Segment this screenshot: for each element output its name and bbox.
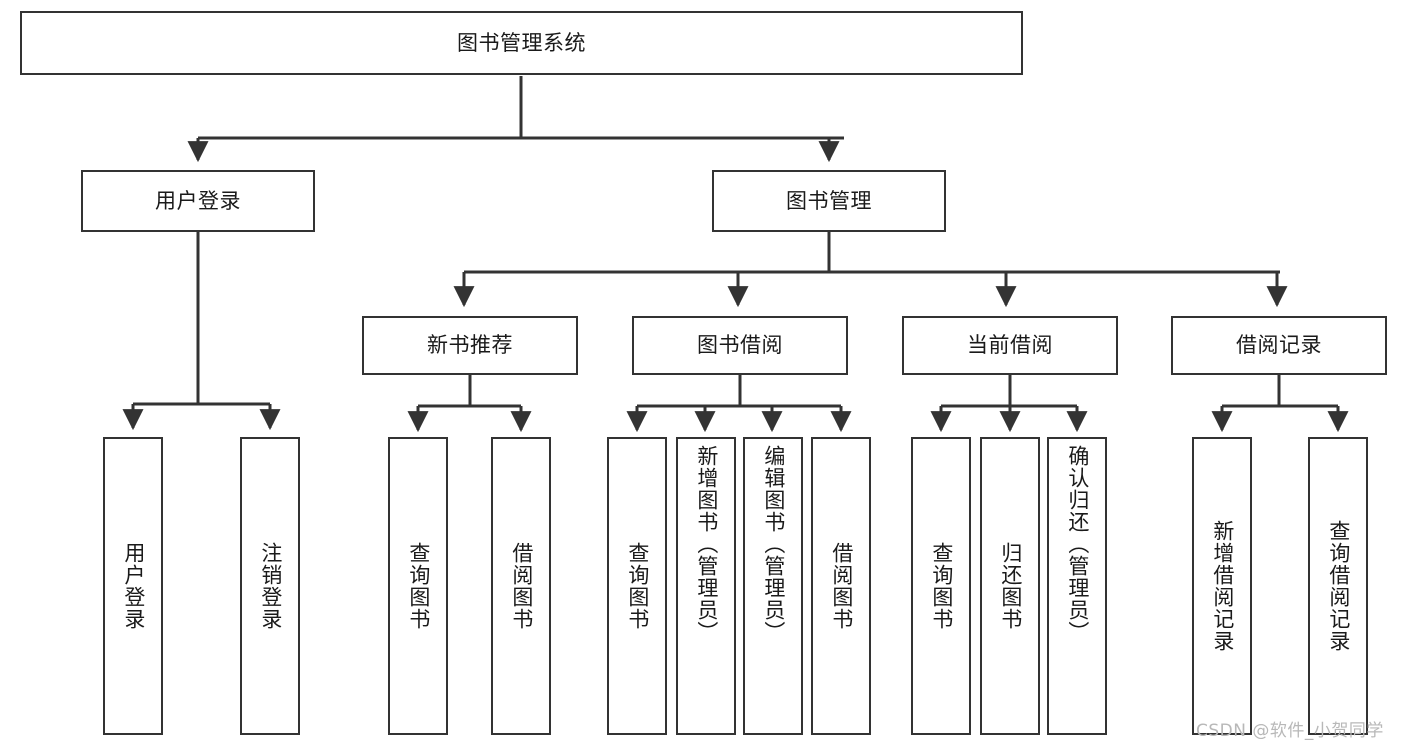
node-new-book-recommend[interactable]: 新书推荐	[362, 316, 578, 375]
node-current-borrow-label: 当前借阅	[967, 333, 1053, 357]
node-leaf-confirm-return[interactable]: 确认归还（管理员）	[1047, 437, 1107, 735]
node-leaf-query-record-label: 查询借阅记录	[1326, 520, 1351, 652]
node-book-manage-label: 图书管理	[786, 188, 872, 213]
node-leaf-query-book-1-label: 查询图书	[406, 542, 431, 630]
node-leaf-query-book-3-label: 查询图书	[929, 542, 954, 630]
node-leaf-edit-book-label: 编辑图书（管理员）	[761, 445, 786, 643]
node-book-manage[interactable]: 图书管理	[712, 170, 946, 232]
node-current-borrow[interactable]: 当前借阅	[902, 316, 1118, 375]
node-leaf-borrow-book-1[interactable]: 借阅图书	[491, 437, 551, 735]
node-root-label: 图书管理系统	[457, 30, 586, 55]
node-leaf-add-record[interactable]: 新增借阅记录	[1192, 437, 1252, 735]
node-leaf-user-login-label: 用户登录	[121, 542, 146, 630]
node-leaf-add-book[interactable]: 新增图书（管理员）	[676, 437, 736, 735]
node-leaf-add-book-label: 新增图书（管理员）	[694, 445, 719, 643]
node-user-login-label: 用户登录	[155, 188, 241, 213]
node-leaf-query-book-3[interactable]: 查询图书	[911, 437, 971, 735]
node-user-login[interactable]: 用户登录	[81, 170, 315, 232]
node-leaf-query-book-1[interactable]: 查询图书	[388, 437, 448, 735]
node-leaf-user-login[interactable]: 用户登录	[103, 437, 163, 735]
node-leaf-confirm-return-label: 确认归还（管理员）	[1065, 445, 1090, 643]
node-new-book-recommend-label: 新书推荐	[427, 333, 513, 357]
csdn-watermark: CSDN @软件_小贺同学	[1196, 721, 1384, 741]
node-leaf-query-record[interactable]: 查询借阅记录	[1308, 437, 1368, 735]
node-book-borrow[interactable]: 图书借阅	[632, 316, 848, 375]
node-leaf-user-logout-label: 注销登录	[258, 542, 283, 630]
node-leaf-query-book-2[interactable]: 查询图书	[607, 437, 667, 735]
node-leaf-return-book-label: 归还图书	[998, 542, 1023, 630]
node-leaf-borrow-book-1-label: 借阅图书	[509, 542, 534, 630]
node-leaf-add-record-label: 新增借阅记录	[1210, 520, 1235, 652]
node-leaf-query-book-2-label: 查询图书	[625, 542, 650, 630]
node-book-borrow-label: 图书借阅	[697, 333, 783, 357]
node-leaf-borrow-book-2-label: 借阅图书	[829, 542, 854, 630]
node-borrow-record[interactable]: 借阅记录	[1171, 316, 1387, 375]
node-leaf-borrow-book-2[interactable]: 借阅图书	[811, 437, 871, 735]
node-leaf-user-logout[interactable]: 注销登录	[240, 437, 300, 735]
node-root[interactable]: 图书管理系统	[20, 11, 1023, 75]
node-leaf-return-book[interactable]: 归还图书	[980, 437, 1040, 735]
node-borrow-record-label: 借阅记录	[1236, 333, 1322, 357]
node-leaf-edit-book[interactable]: 编辑图书（管理员）	[743, 437, 803, 735]
